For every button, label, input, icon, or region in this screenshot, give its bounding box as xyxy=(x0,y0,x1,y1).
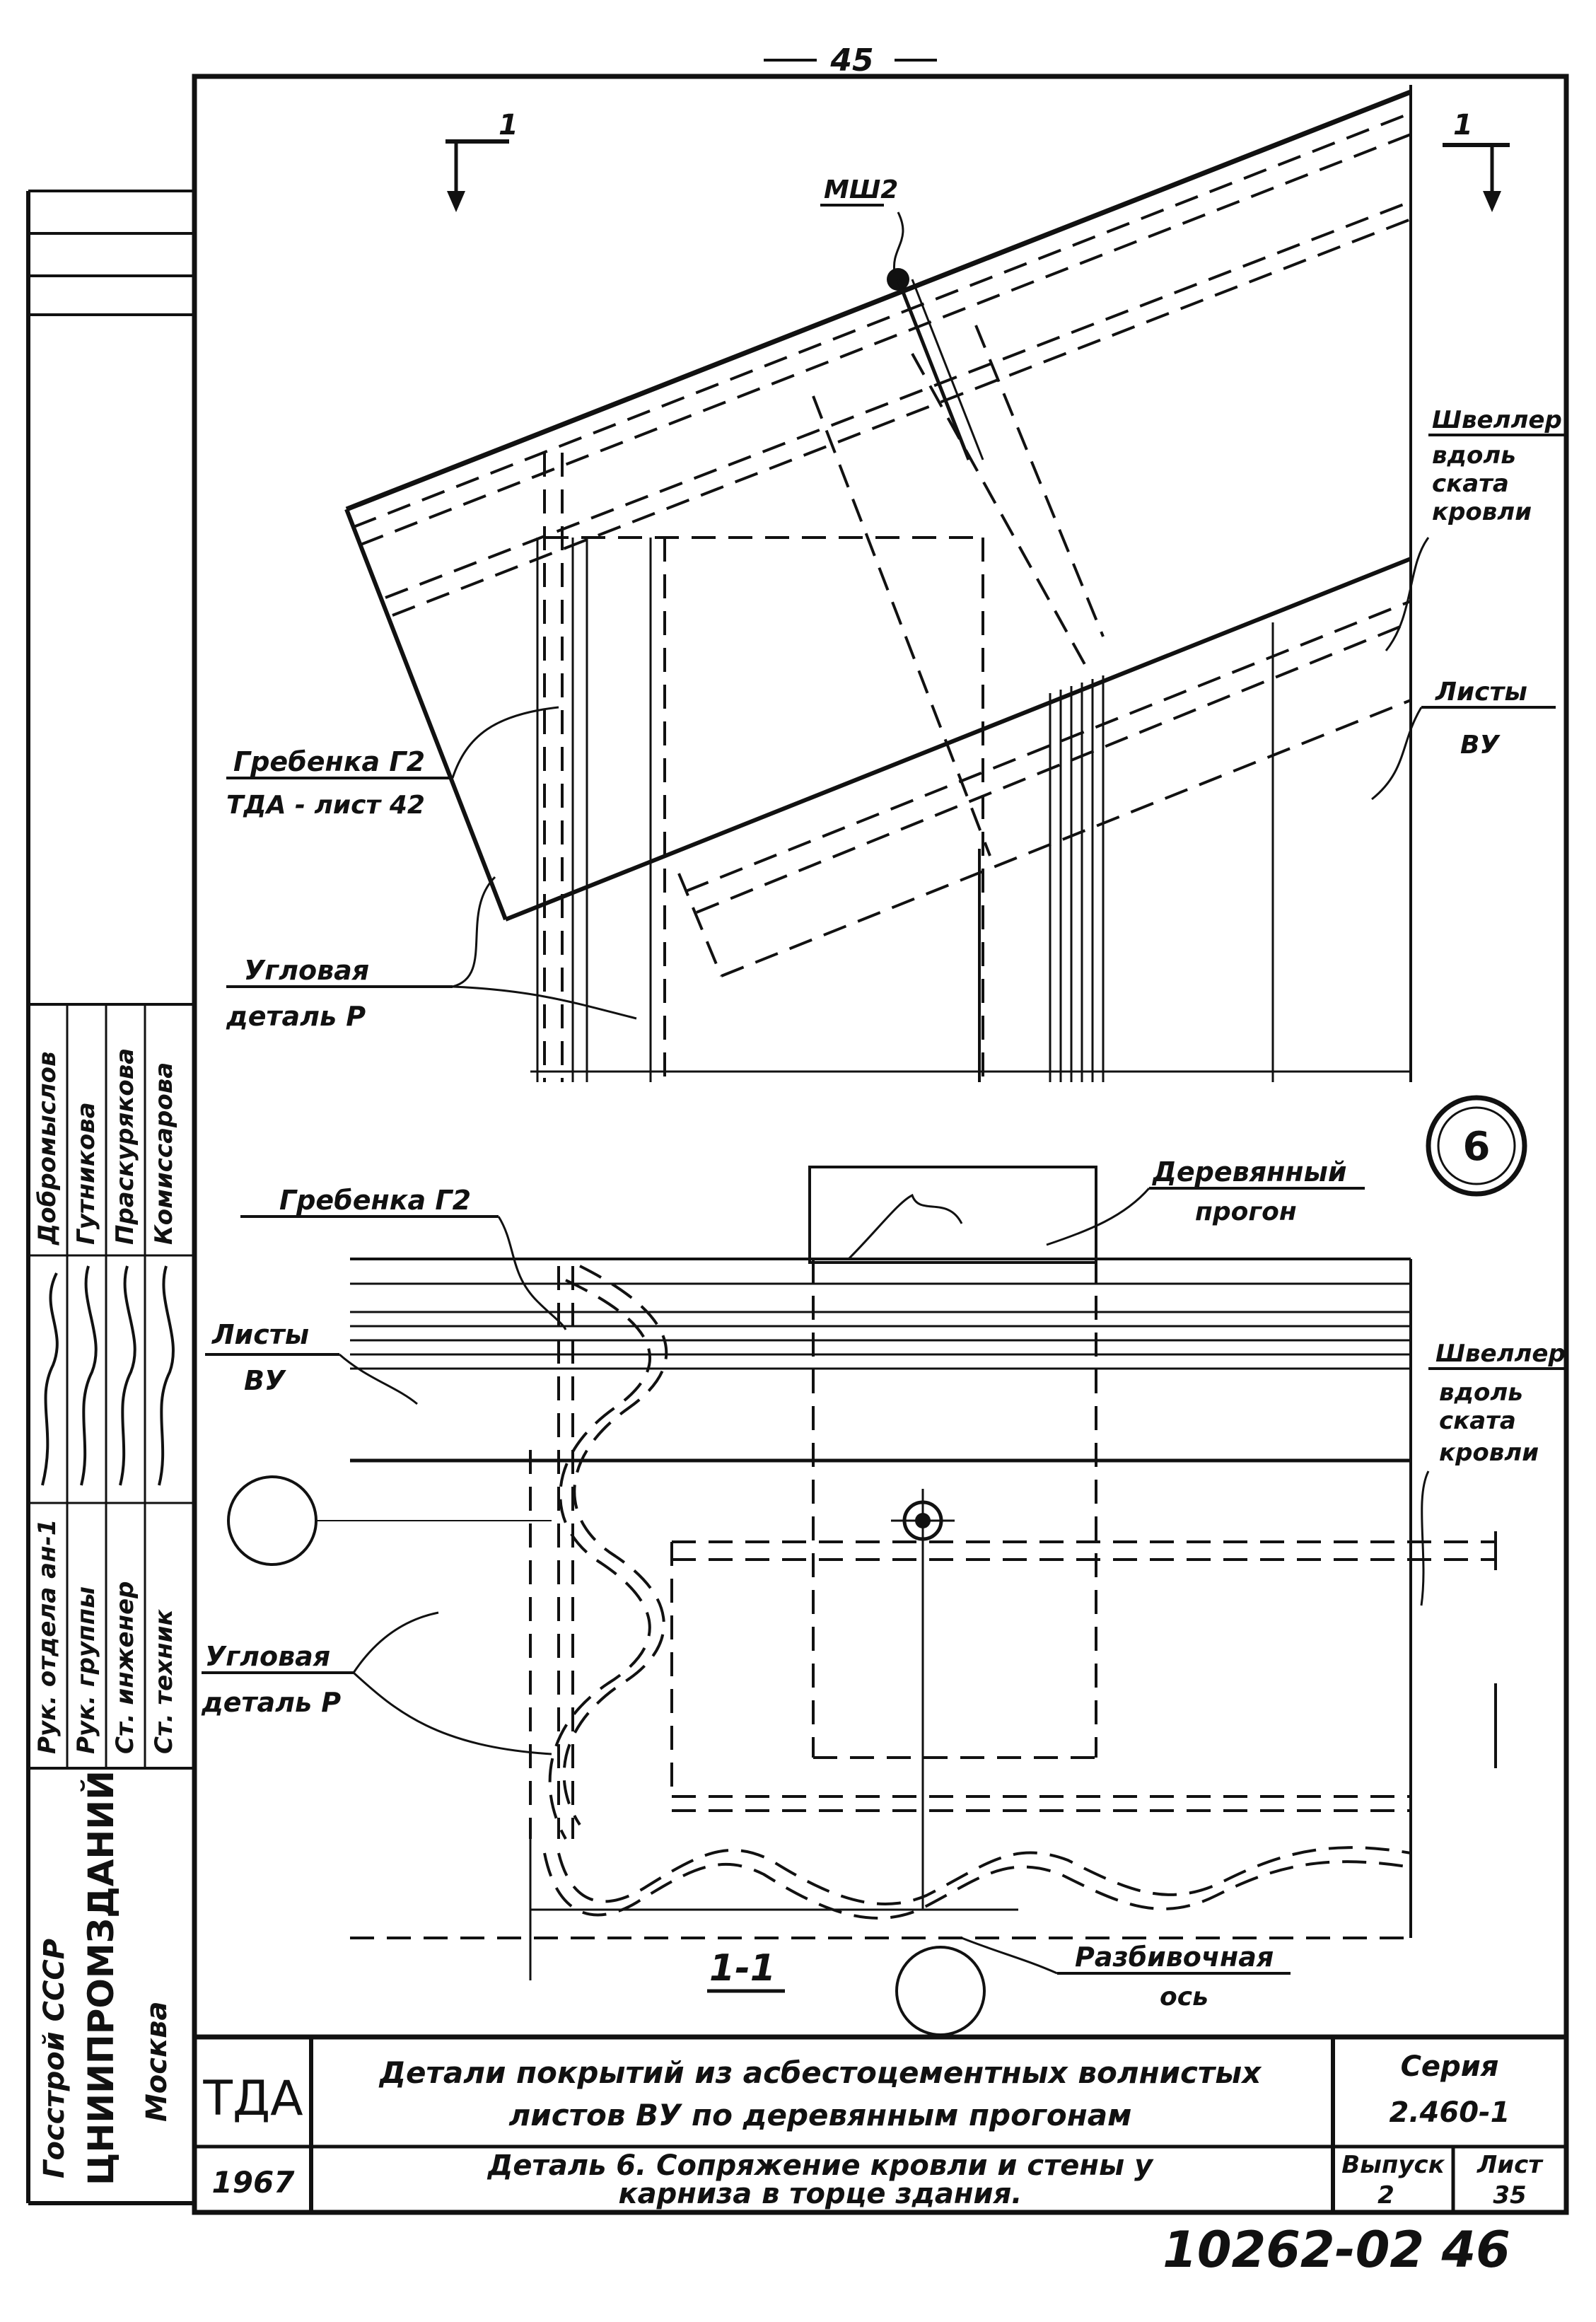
upper-view: 1 1 xyxy=(226,85,1566,1082)
section-mark-left-label: 1 xyxy=(499,109,518,141)
channel-bottom-line4: кровли xyxy=(1439,1439,1539,1467)
section-mark-left: 1 xyxy=(445,109,518,212)
timber-purlin-line1: Деревянный xyxy=(1152,1156,1347,1188)
issue-value: 2 xyxy=(1377,2181,1394,2210)
name-komissarova: Комиссарова xyxy=(150,1062,178,1245)
callout-corner-bottom: Угловая деталь Р xyxy=(201,1611,552,1755)
upper-posts xyxy=(530,325,1411,1082)
page-number: 45 xyxy=(764,42,937,79)
page-number-text: 45 xyxy=(829,42,873,79)
axis-line1: Разбивочная xyxy=(1075,1941,1274,1973)
lower-view: Гребенка Г2 Деревянный прогон Листы ВУ Ш… xyxy=(201,1156,1566,2036)
anchor-msh2: МШ2 xyxy=(820,175,984,460)
name-dobromyslov: Добромыслов xyxy=(33,1051,62,1246)
callout-axis: Разбивочная ось xyxy=(961,1937,1291,2012)
sheet-value: 35 xyxy=(1493,2181,1526,2210)
callout-channel-bottom: Швеллер вдоль ската кровли xyxy=(1420,1340,1566,1606)
sheet-label: Лист xyxy=(1476,2151,1544,2179)
org-tsniipromzdaniy: ЦНИИПРОМЗДАНИЙ xyxy=(80,1770,122,2185)
corner-top-line1: Угловая xyxy=(244,955,369,986)
channel-bottom-line1: Швеллер xyxy=(1435,1340,1566,1368)
detail-number-text: 6 xyxy=(1463,1124,1491,1170)
name-gutnikova: Гутникова xyxy=(72,1102,100,1245)
section-mark-right-label: 1 xyxy=(1453,109,1473,141)
axis-bubble-left xyxy=(227,1475,318,1566)
channel-top-line4: кровли xyxy=(1432,498,1532,526)
role-group-leader: Рук. группы xyxy=(72,1586,100,1754)
callout-sheets-bottom: Листы ВУ xyxy=(205,1319,418,1405)
tda-logo: ТДА xyxy=(202,2071,303,2127)
subtitle-line1: Деталь 6. Сопряжение кровли и стены у xyxy=(487,2149,1154,2182)
msh2-label: МШ2 xyxy=(824,175,898,204)
name-praskuryakova: Праскурякова xyxy=(111,1048,139,1245)
timber-purlin-line2: прогон xyxy=(1195,1197,1297,1226)
corner-bottom-line2: деталь Р xyxy=(201,1687,341,1718)
detail-number-badge: 6 xyxy=(1426,1095,1527,1197)
title-line1: Детали покрытий из асбестоцементных волн… xyxy=(378,2055,1263,2090)
corner-bottom-line1: Угловая xyxy=(205,1641,330,1672)
section-title-text: 1-1 xyxy=(709,1947,776,1990)
callout-comb-top: Гребенка Г2 ТДА - лист 42 xyxy=(226,706,559,820)
comb-bottom-label: Гребенка Г2 xyxy=(279,1185,471,1216)
callout-corner-top: Угловая деталь Р xyxy=(226,876,637,1032)
callout-timber-purlin: Деревянный прогон xyxy=(1046,1156,1365,1246)
series-label: Серия xyxy=(1401,2050,1499,2083)
title-block: ТДА 1967 Детали покрытий из асбестоцемен… xyxy=(194,2034,1566,2212)
comb-top-line2: ТДА - лист 42 xyxy=(226,791,425,820)
sheets-top-line2: ВУ xyxy=(1460,731,1501,760)
sheets-bottom-line1: Листы xyxy=(211,1319,309,1350)
axis-line2: ось xyxy=(1160,1983,1208,2012)
channel-bottom-line2: вдоль xyxy=(1439,1378,1523,1407)
corner-top-line2: деталь Р xyxy=(226,1001,366,1032)
section-mark-right: 1 xyxy=(1443,109,1510,212)
callout-sheets-top: Листы ВУ xyxy=(1371,678,1556,801)
role-senior-technician: Ст. техник xyxy=(150,1609,178,1754)
role-senior-engineer: Ст. инженер xyxy=(111,1581,139,1754)
callout-channel-top: Швеллер вдоль ската кровли xyxy=(1385,406,1566,651)
drawing-frame xyxy=(192,74,1569,2215)
channel-top-line3: ската xyxy=(1432,470,1509,498)
sheets-top-line1: Листы xyxy=(1435,678,1527,707)
subtitle-line2: карниза в торце здания. xyxy=(619,2178,1023,2210)
org-gosstroy: Госстрой СССР xyxy=(38,1939,71,2178)
channel-bottom-line3: ската xyxy=(1439,1407,1516,1435)
org-moskva: Москва xyxy=(141,2002,173,2122)
issue-label: Выпуск xyxy=(1341,2151,1445,2179)
channel-top-line2: вдоль xyxy=(1432,441,1516,470)
title-line2: листов ВУ по деревянным прогонам xyxy=(509,2098,1132,2132)
channel-top-line1: Швеллер xyxy=(1432,406,1562,434)
callout-comb-bottom: Гребенка Г2 xyxy=(240,1185,567,1330)
roof-slab xyxy=(344,89,1412,977)
sheets-bottom-line2: ВУ xyxy=(244,1365,286,1396)
axis-bubble-bottom xyxy=(895,1946,986,2036)
side-stamp: Рук. отдела ан-1 Рук. группы Ст. инженер… xyxy=(26,190,194,2205)
comb-top-line1: Гребенка Г2 xyxy=(233,746,425,777)
section-title: 1-1 xyxy=(707,1947,785,1993)
role-head-of-department: Рук. отдела ан-1 xyxy=(33,1519,62,1754)
series-value: 2.460-1 xyxy=(1390,2096,1510,2129)
signatures xyxy=(41,1265,175,1486)
sheet-code: 10262-02 46 xyxy=(1163,2221,1510,2279)
title-year: 1967 xyxy=(212,2165,296,2200)
